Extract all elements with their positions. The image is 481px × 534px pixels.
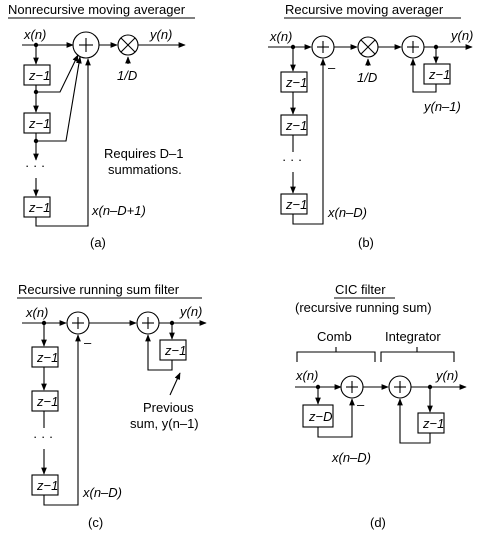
panel-b-tap-last-line — [292, 58, 326, 225]
panel-c-title: Recursive running sum filter — [18, 282, 180, 297]
panel-b-adder-1 — [311, 35, 335, 59]
panel-c-tap-last-line — [43, 334, 81, 506]
panel-a-output-label: y(n) — [149, 27, 172, 42]
panel-c-delay-last — [31, 474, 59, 496]
panel-d: CIC filter (recursive running sum) Comb … — [295, 282, 467, 530]
panel-c-adder-1 — [66, 311, 90, 335]
panel-a-ellipsis: · · · — [25, 158, 45, 173]
panel-b-feedback-return — [410, 58, 437, 93]
panel-a-gain-label: 1/D — [117, 68, 137, 83]
panel-d-caption: (d) — [370, 515, 386, 530]
panel-c-input-label: x(n) — [25, 305, 48, 320]
panel-a-delay-2 — [23, 112, 51, 134]
panel-b-input-label: x(n) — [269, 29, 292, 44]
panel-a-note-line2: summations. — [108, 162, 182, 177]
panel-a-delay-last — [23, 196, 51, 218]
panel-b: Recursive moving averager x(n) – 1/D y(n… — [268, 2, 473, 250]
panel-a-multiplier — [117, 34, 139, 56]
panel-c-prev-line2: sum, y(n–1) — [130, 416, 199, 431]
panel-a-delay-2-label: z−1 — [28, 116, 50, 131]
panel-b-title: Recursive moving averager — [285, 2, 444, 17]
panel-c-feedback-return — [145, 334, 173, 371]
panel-c-minus-sign: – — [84, 335, 92, 350]
panel-a-tap-label: x(n–D+1) — [91, 203, 146, 218]
panel-b-feedback-label: y(n–1) — [423, 99, 461, 114]
panel-b-multiplier — [357, 36, 379, 58]
panel-c-adder-2 — [136, 311, 160, 335]
panel-b-delay-last — [280, 193, 308, 215]
panel-c-feedback-delay — [159, 339, 187, 361]
panel-c-delay-last-label: z−1 — [36, 478, 58, 493]
panel-c-delay-1 — [31, 346, 59, 368]
panel-b-delay-last-label: z−1 — [285, 197, 307, 212]
panel-a-input-label: x(n) — [23, 27, 46, 42]
panel-a-note-line1: Requires D–1 — [104, 146, 184, 161]
panel-b-feedback-delay — [423, 63, 451, 85]
panel-a-tap-1-line — [36, 54, 79, 93]
panel-c: Recursive running sum filter x(n) – y(n)… — [17, 282, 207, 530]
panel-b-minus-sign: – — [328, 60, 336, 75]
panel-a-adder — [72, 31, 100, 59]
panel-d-comb-label: Comb — [317, 329, 352, 344]
panel-a-title: Nonrecursive moving averager — [8, 2, 186, 17]
panel-a-tap-2-line — [36, 56, 82, 142]
panel-d-integrator-return — [397, 398, 431, 444]
panel-b-delay-1-label: z−1 — [285, 75, 307, 90]
panel-c-ellipsis: · · · — [33, 429, 53, 444]
panel-d-integrator-label: Integrator — [385, 329, 441, 344]
panel-d-integrator-adder — [388, 375, 412, 399]
panel-d-minus-sign: – — [357, 397, 365, 412]
panel-a-tap-last-line — [35, 58, 91, 227]
panel-b-feedback-delay-label: z−1 — [428, 67, 450, 82]
panel-c-delay-2 — [31, 390, 59, 412]
panel-d-integrator-delay-label: z−1 — [422, 416, 444, 431]
panel-c-prev-line1: Previous — [143, 400, 194, 415]
panel-d-comb-delay-label: z−D — [308, 409, 332, 424]
panel-d-comb-return — [317, 398, 355, 438]
panel-a-delay-1 — [23, 64, 51, 86]
panel-a-caption: (a) — [90, 235, 106, 250]
panel-b-delay-2-label: z−1 — [285, 118, 307, 133]
panel-d-integrator-delay — [417, 412, 445, 434]
panel-d-tap-label: x(n–D) — [331, 450, 371, 465]
panel-b-caption: (b) — [358, 235, 374, 250]
panel-b-adder-2 — [401, 35, 425, 59]
panel-b-ellipsis: · · · — [282, 152, 302, 167]
panel-a: Nonrecursive moving averager x(n) y(n) 1… — [8, 2, 195, 250]
panel-b-tap-label: x(n–D) — [327, 205, 367, 220]
panel-c-delay-1-label: z−1 — [36, 350, 58, 365]
panel-c-delay-2-label: z−1 — [36, 394, 58, 409]
panel-c-feedback-delay-label: z−1 — [164, 343, 186, 358]
panel-b-gain-label: 1/D — [357, 70, 377, 85]
panel-d-title: CIC filter — [335, 282, 386, 297]
panel-b-delay-2 — [280, 114, 308, 136]
panel-b-delay-1 — [280, 71, 308, 93]
panel-a-delay-last-label: z−1 — [28, 200, 50, 215]
panel-d-input-label: x(n) — [295, 368, 318, 383]
panel-d-comb-bracket — [296, 351, 376, 362]
panel-d-output-label: y(n) — [435, 368, 458, 383]
panel-c-prev-pointer — [169, 372, 181, 396]
panel-d-integrator-bracket — [380, 351, 455, 362]
panel-b-output-label: y(n) — [450, 28, 473, 43]
panel-c-caption: (c) — [88, 515, 103, 530]
panel-d-subtitle: (recursive running sum) — [295, 300, 432, 315]
panel-d-comb-adder — [340, 375, 364, 399]
panel-a-delay-1-label: z−1 — [28, 68, 50, 83]
panel-c-output-label: y(n) — [179, 304, 202, 319]
panel-c-tap-label: x(n–D) — [82, 485, 122, 500]
